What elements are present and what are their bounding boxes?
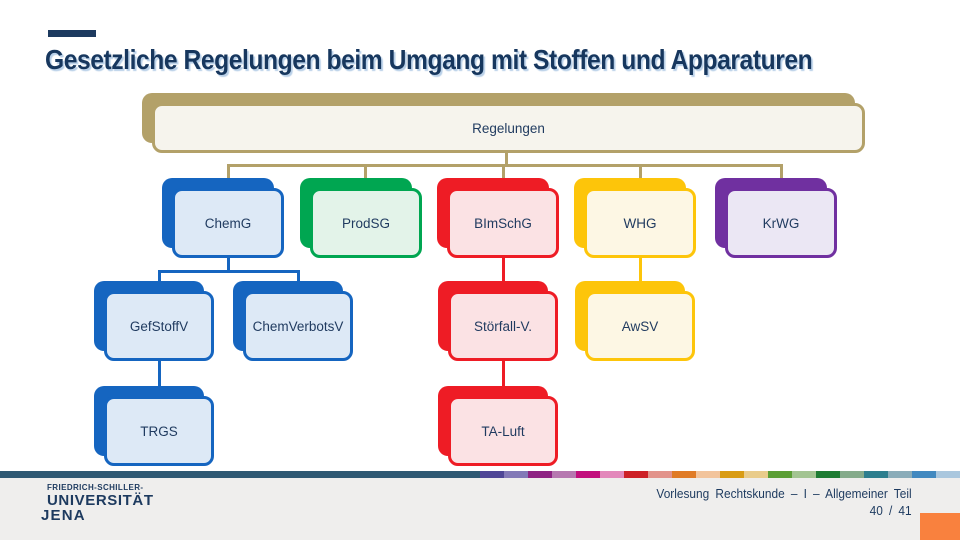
node-label: WHG (623, 215, 657, 231)
node-label: TA-Luft (481, 423, 525, 439)
stripe-segment (528, 471, 552, 478)
page-number: 40 / 41 (869, 504, 912, 518)
stripe-segment (552, 471, 576, 478)
connector-regelungen-whg (639, 164, 642, 188)
stripe-segment (792, 471, 816, 478)
connector-level1-horizontal (227, 164, 783, 167)
stripe-segment (744, 471, 768, 478)
title-accent-dash (48, 30, 96, 37)
stripe-segment (816, 471, 840, 478)
node-box: GefStoffV (104, 291, 214, 361)
node-label: Störfall-V. (473, 318, 533, 334)
connector-regelungen-chemg (227, 164, 230, 188)
node-label: ChemVerbotsV (252, 318, 344, 334)
node-box: ProdSG (310, 188, 422, 258)
footer-text: Vorlesung Rechtskunde – I – Allgemeiner … (657, 486, 912, 520)
logo-line-3: JENA (41, 507, 86, 524)
node-label: Regelungen (472, 120, 545, 136)
connector-regelungen-krwg (780, 164, 783, 188)
stripe-segment (576, 471, 600, 478)
connector-chemg-horizontal (158, 270, 300, 273)
logo-line-1: FRIEDRICH-SCHILLER- (47, 483, 144, 492)
stripe-segment (504, 471, 528, 478)
node-box: WHG (584, 188, 696, 258)
footer-accent-square (920, 513, 960, 540)
stripe-segment (768, 471, 792, 478)
stripe-segment (624, 471, 648, 478)
connector-bimschg-stoerfallv (502, 256, 505, 288)
node-label: TRGS (140, 423, 178, 439)
page-title: Gesetzliche Regelungen beim Umgang mit S… (45, 44, 813, 75)
stripe-segment (672, 471, 696, 478)
connector-regelungen-stub (505, 153, 508, 166)
university-logo: FRIEDRICH-SCHILLER- UNIVERSITÄT JENA (41, 483, 154, 524)
connector-chemg-gefstoffv (158, 270, 161, 288)
stripe-segment (720, 471, 744, 478)
connector-whg-awsv (639, 256, 642, 288)
node-box: TRGS (104, 396, 214, 466)
stripe-segment (864, 471, 888, 478)
course-title: Vorlesung Rechtskunde – I – Allgemeiner … (656, 487, 912, 501)
connector-regelungen-prodsg (364, 164, 367, 188)
node-label: KrWG (762, 215, 800, 231)
node-box: Störfall-V. (448, 291, 558, 361)
connector-gefstoffv-trgs (158, 359, 161, 393)
connector-stoerfallv-taluft (502, 359, 505, 393)
node-box: TA-Luft (448, 396, 558, 466)
stripe-segment (600, 471, 624, 478)
stripe-segment (840, 471, 864, 478)
node-label: ChemG (204, 215, 252, 231)
node-box: ChemVerbotsV (243, 291, 353, 361)
connector-regelungen-bimschg (502, 164, 505, 188)
node-box: AwSV (585, 291, 695, 361)
footer-navy-bar (0, 471, 480, 478)
stripe-segment (888, 471, 912, 478)
node-label: AwSV (621, 318, 659, 334)
stripe-segment (936, 471, 960, 478)
stripe-segment (480, 471, 504, 478)
connector-chemg-chemverbotsv (297, 270, 300, 288)
node-box: BImSchG (447, 188, 559, 258)
node-box: Regelungen (152, 103, 865, 153)
stripe-segment (696, 471, 720, 478)
node-label: ProdSG (341, 215, 391, 231)
footer-color-stripe (480, 471, 960, 478)
node-label: GefStoffV (129, 318, 189, 334)
logo-line-2: UNIVERSITÄT (47, 492, 154, 509)
node-box: ChemG (172, 188, 284, 258)
node-box: KrWG (725, 188, 837, 258)
connector-chemg-stub (227, 256, 230, 272)
node-label: BImSchG (474, 215, 532, 231)
stripe-segment (912, 471, 936, 478)
footer-band (0, 478, 960, 540)
stripe-segment (648, 471, 672, 478)
